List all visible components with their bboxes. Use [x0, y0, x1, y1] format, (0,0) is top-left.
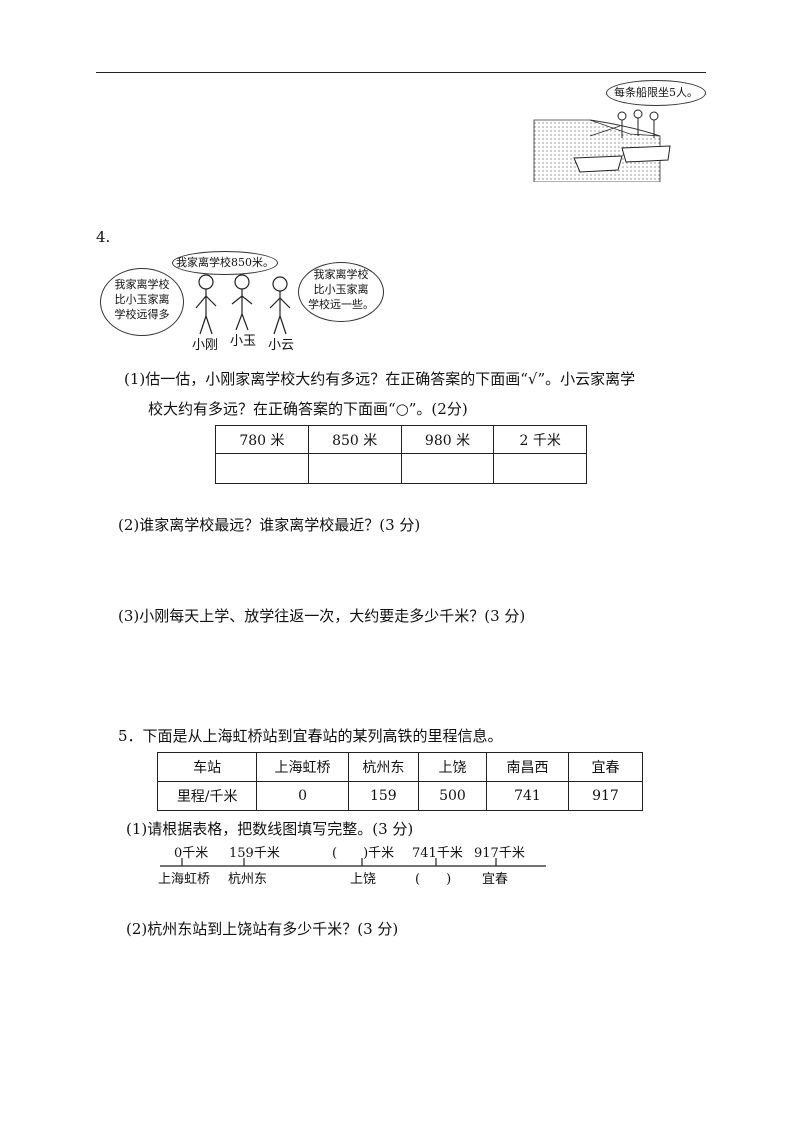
q4-number: 4.	[96, 228, 111, 246]
q4-option-cell: 850 米	[307, 425, 402, 454]
q4-part3: (3)小刚每天上学、放学往返一次，大约要走多少千米？(3 分)	[118, 607, 526, 625]
kid-name-xiaoyun: 小云	[268, 338, 295, 353]
q4-bubble-left-line: 我家离学校	[114, 278, 170, 291]
numberline-bottom-label: 上饶	[350, 872, 377, 887]
q4-bubble-middle-text: 我家离学校850米。	[176, 256, 274, 269]
boat-scene-drawing	[533, 109, 671, 182]
q5-part1: (1)请根据表格，把数线图填写完整。(3 分)	[126, 820, 414, 838]
q4-part2: (2)谁家离学校最远？谁家离学校最近？(3 分)	[118, 516, 421, 534]
q4-bubble-right-line: 我家离学校	[313, 268, 369, 281]
numberline-top-label: 741千米	[412, 846, 463, 861]
q4-option-cell: 980 米	[400, 425, 495, 454]
q5-distance-cell: 500	[417, 781, 488, 811]
q4-answer-cell[interactable]	[307, 453, 402, 484]
q4-bubble-right-line: 比小玉家离	[313, 283, 369, 296]
q5-station-cell: 上饶	[417, 752, 488, 782]
q5-station-cell: 杭州东	[347, 752, 419, 782]
q5-header-label: 车站	[156, 752, 258, 782]
q4-bubble-left: 我家离学校 比小玉家离 学校远得多	[100, 268, 184, 336]
q4-part1-line1: (1)估一估，小刚家离学校大约有多远？在正确答案的下面画“√”。小云家离学	[124, 370, 636, 388]
numberline-top-label: 917千米	[474, 846, 525, 861]
q5-distance-cell: 917	[567, 781, 644, 811]
q4-answer-cell[interactable]	[400, 453, 495, 484]
q4-bubble-left-line: 学校远得多	[114, 308, 170, 321]
numberline-bottom-label: 宜春	[482, 872, 509, 887]
numberline-bottom-label: 杭州东	[228, 872, 268, 887]
q5-station-cell: 上海虹桥	[256, 752, 349, 782]
numberline-top-label-blank[interactable]: ( )千米	[332, 846, 395, 861]
q4-option-cell: 2 千米	[493, 425, 587, 454]
header-rule	[96, 72, 706, 73]
kids-illustration	[195, 274, 291, 335]
q5-part2: (2)杭州东站到上饶站有多少千米？(3 分)	[126, 920, 399, 938]
kid-name-xiaoyu: 小玉	[230, 334, 257, 349]
q5-distance-cell: 159	[347, 781, 419, 811]
q5-station-cell: 宜春	[567, 752, 644, 782]
q4-option-cell: 780 米	[215, 425, 309, 454]
boat-scene-illustration: 每条船限坐5人。	[530, 78, 710, 182]
q4-answer-cell[interactable]	[493, 453, 587, 484]
q4-bubble-middle: 我家离学校850米。	[172, 251, 278, 275]
q5-distance-cell: 0	[256, 781, 349, 811]
numberline-bottom-label: 上海虹桥	[158, 872, 211, 887]
boat-scene-bubble-text: 每条船限坐5人。	[614, 86, 698, 99]
q5-station-cell: 南昌西	[486, 752, 569, 782]
numberline-bottom-label-blank[interactable]: ( )	[415, 872, 452, 887]
q5-mileage-table: 车站 上海虹桥 杭州东 上饶 南昌西 宜春 里程/千米 0 159 500 74…	[156, 752, 644, 811]
boat-scene-bubble: 每条船限坐5人。	[606, 80, 706, 106]
q4-bubble-left-line: 比小玉家离	[114, 293, 170, 306]
numberline-top-label: 159千米	[229, 846, 280, 861]
q4-bubble-right: 我家离学校 比小玉家离 学校远一些。	[298, 262, 384, 322]
q5-row-label: 里程/千米	[156, 781, 258, 811]
q4-bubble-right-line: 学校远一些。	[308, 298, 374, 311]
q4-part1-line2: 校大约有多远？在正确答案的下面画“○”。(2分)	[148, 400, 468, 418]
kid-name-xiaogang: 小刚	[192, 338, 219, 353]
numberline-axis	[160, 858, 546, 867]
q5-intro: 5．下面是从上海虹桥站到宜春站的某列高铁的里程信息。	[118, 727, 503, 745]
q5-distance-cell: 741	[486, 781, 569, 811]
q4-options-table: 780 米 850 米 980 米 2 千米	[215, 425, 587, 484]
numberline-top-label: 0千米	[174, 846, 209, 861]
q4-answer-cell[interactable]	[215, 453, 309, 484]
